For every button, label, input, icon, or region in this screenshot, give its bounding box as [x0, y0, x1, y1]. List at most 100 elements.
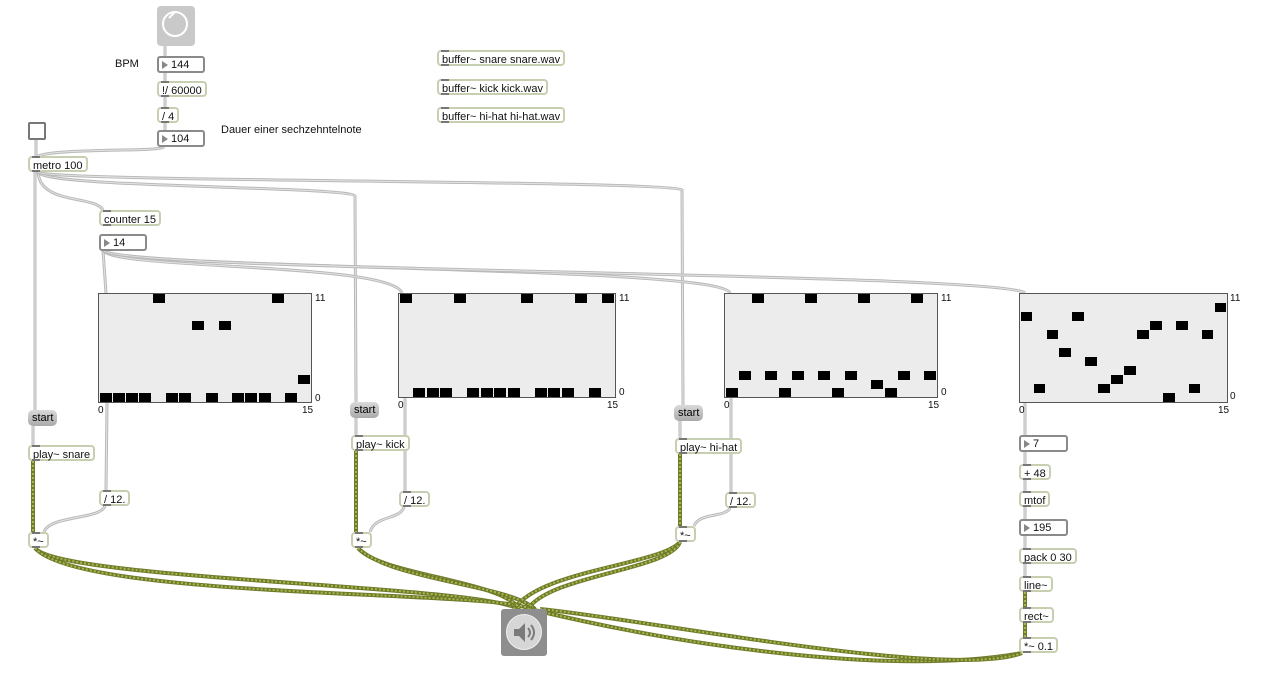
- step-cell[interactable]: [534, 388, 547, 398]
- step-cell[interactable]: [818, 371, 831, 381]
- play-kick-object[interactable]: play~ kick: [351, 435, 410, 451]
- step-cell[interactable]: [507, 388, 520, 398]
- step-cell[interactable]: [399, 293, 412, 303]
- step-cell[interactable]: [453, 293, 466, 303]
- step-cell[interactable]: [521, 293, 534, 303]
- step-cell[interactable]: [192, 321, 205, 330]
- step-cell[interactable]: [884, 388, 897, 398]
- step-cell[interactable]: [245, 393, 258, 402]
- mtof-object[interactable]: mtof: [1019, 491, 1051, 507]
- step-cell[interactable]: [791, 371, 804, 381]
- multiply-signal-kick[interactable]: *~: [351, 532, 372, 548]
- step-cell[interactable]: [1085, 357, 1097, 366]
- step-cell[interactable]: [1137, 330, 1149, 339]
- step-cell[interactable]: [1098, 384, 1110, 393]
- step-cell[interactable]: [1033, 384, 1046, 393]
- start-message-kick[interactable]: start: [350, 402, 380, 418]
- note-number-box[interactable]: 7: [1019, 435, 1068, 452]
- step-cell[interactable]: [271, 294, 284, 303]
- buffer-snare-object[interactable]: buffer~ snare snare.wav: [437, 50, 566, 66]
- step-cell[interactable]: [752, 293, 765, 303]
- step-cell[interactable]: [413, 388, 426, 398]
- step-cell[interactable]: [1020, 312, 1033, 321]
- step-cell[interactable]: [871, 379, 884, 389]
- divide-12-hihat[interactable]: / 12.: [725, 492, 757, 508]
- step-grid-hihat[interactable]: [724, 293, 938, 398]
- step-cell[interactable]: [548, 388, 561, 398]
- frequency-number-box[interactable]: 195: [1019, 519, 1068, 536]
- step-cell[interactable]: [1046, 330, 1059, 339]
- step-cell[interactable]: [205, 393, 218, 402]
- step-cell[interactable]: [480, 388, 493, 398]
- step-cell[interactable]: [1111, 375, 1123, 384]
- step-cell[interactable]: [258, 393, 271, 402]
- divide-4-object[interactable]: / 4: [157, 107, 180, 123]
- start-message-hihat[interactable]: start: [674, 405, 704, 421]
- step-cell[interactable]: [1150, 321, 1162, 330]
- counter-number-box[interactable]: 14: [99, 234, 147, 251]
- step-cell[interactable]: [426, 388, 439, 398]
- step-cell[interactable]: [232, 393, 245, 402]
- step-cell[interactable]: [285, 393, 298, 402]
- step-cell[interactable]: [805, 293, 818, 303]
- step-cell[interactable]: [112, 393, 125, 402]
- buffer-kick-object[interactable]: buffer~ kick kick.wav: [437, 79, 548, 95]
- step-cell[interactable]: [467, 388, 480, 398]
- step-cell[interactable]: [1188, 384, 1201, 393]
- step-grid-kick[interactable]: [398, 293, 616, 398]
- step-cell[interactable]: [179, 393, 192, 402]
- multiply-signal-hihat[interactable]: *~: [675, 526, 696, 542]
- step-cell[interactable]: [165, 393, 178, 402]
- step-cell[interactable]: [152, 294, 165, 303]
- bpm-number-box[interactable]: 144: [157, 56, 205, 73]
- step-cell[interactable]: [1162, 393, 1175, 402]
- play-snare-object[interactable]: play~ snare: [28, 445, 96, 461]
- step-cell[interactable]: [126, 393, 139, 402]
- line-signal-object[interactable]: line~: [1019, 576, 1053, 592]
- step-cell[interactable]: [218, 321, 231, 330]
- step-grid-snare[interactable]: [98, 293, 312, 403]
- step-cell[interactable]: [99, 393, 112, 402]
- step-cell[interactable]: [494, 388, 507, 398]
- step-cell[interactable]: [844, 371, 857, 381]
- metro-toggle[interactable]: [28, 122, 46, 140]
- step-cell[interactable]: [765, 371, 778, 381]
- divide-60000-object[interactable]: !/ 60000: [157, 81, 207, 97]
- divide-12-snare[interactable]: / 12.: [99, 490, 131, 506]
- step-cell[interactable]: [298, 375, 311, 384]
- add-48-object[interactable]: + 48: [1019, 464, 1051, 480]
- step-cell[interactable]: [1214, 303, 1227, 312]
- buffer-hihat-object[interactable]: buffer~ hi-hat hi-hat.wav: [437, 107, 566, 123]
- step-cell[interactable]: [924, 371, 937, 381]
- start-message-snare[interactable]: start: [28, 410, 58, 426]
- metro-object[interactable]: metro 100: [28, 156, 88, 172]
- step-cell[interactable]: [725, 388, 738, 398]
- speaker-dac[interactable]: [501, 609, 547, 656]
- gain-signal-object[interactable]: *~ 0.1: [1019, 637, 1059, 653]
- ms-number-box[interactable]: 104: [157, 130, 205, 147]
- divide-12-kick[interactable]: / 12.: [399, 491, 431, 507]
- tempo-dial[interactable]: [157, 6, 195, 46]
- rect-signal-object[interactable]: rect~: [1019, 607, 1054, 623]
- multiply-signal-snare[interactable]: *~: [28, 532, 49, 548]
- step-cell[interactable]: [778, 388, 791, 398]
- step-cell[interactable]: [440, 388, 453, 398]
- pack-object[interactable]: pack 0 30: [1019, 548, 1077, 564]
- play-hihat-object[interactable]: play~ hi-hat: [675, 438, 743, 454]
- step-cell[interactable]: [575, 293, 588, 303]
- step-cell[interactable]: [738, 371, 751, 381]
- step-grid-melody[interactable]: [1019, 293, 1228, 403]
- step-cell[interactable]: [139, 393, 152, 402]
- step-cell[interactable]: [1175, 321, 1188, 330]
- step-cell[interactable]: [1072, 312, 1085, 321]
- step-cell[interactable]: [602, 293, 615, 303]
- step-cell[interactable]: [858, 293, 871, 303]
- step-cell[interactable]: [588, 388, 601, 398]
- step-cell[interactable]: [1201, 330, 1214, 339]
- step-cell[interactable]: [831, 388, 844, 398]
- step-cell[interactable]: [897, 371, 910, 381]
- step-cell[interactable]: [1059, 348, 1072, 357]
- step-cell[interactable]: [1124, 366, 1136, 375]
- counter-object[interactable]: counter 15: [99, 210, 161, 226]
- step-cell[interactable]: [911, 293, 924, 303]
